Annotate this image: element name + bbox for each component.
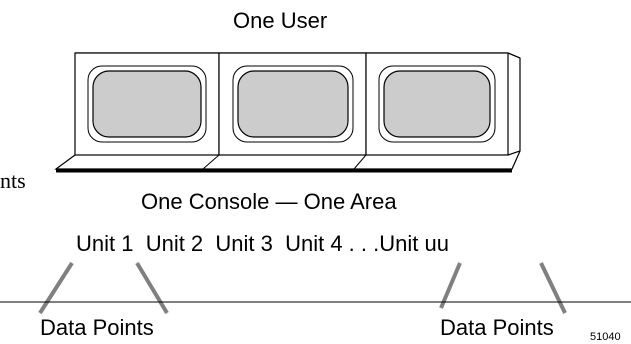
connector-unit1-left [38, 261, 74, 315]
desk-divider-2 [353, 154, 367, 170]
console-enclosure [54, 52, 521, 173]
screen-1 [92, 70, 202, 138]
screen-3 [383, 70, 491, 138]
connector-unit1-right [135, 261, 169, 315]
console-label: One Console — One Area [141, 189, 397, 214]
units-label: Unit 1 Unit 2 Unit 3 Unit 4 . . .Unit uu [76, 231, 449, 256]
console-right-side [507, 52, 521, 156]
connector-unituu-right [539, 262, 567, 314]
desk-shelf [54, 150, 521, 170]
clipped-side-label: nts [0, 168, 26, 193]
figure-number: 51040 [590, 331, 621, 343]
connector-unituu-left [439, 262, 462, 309]
diagram-title: One User [233, 8, 328, 33]
data-point-connectors [38, 261, 567, 315]
screen-2 [237, 70, 349, 138]
data-points-label-left: Data Points [40, 315, 154, 340]
data-points-label-right: Data Points [440, 315, 554, 340]
desk-divider-1 [202, 154, 220, 170]
